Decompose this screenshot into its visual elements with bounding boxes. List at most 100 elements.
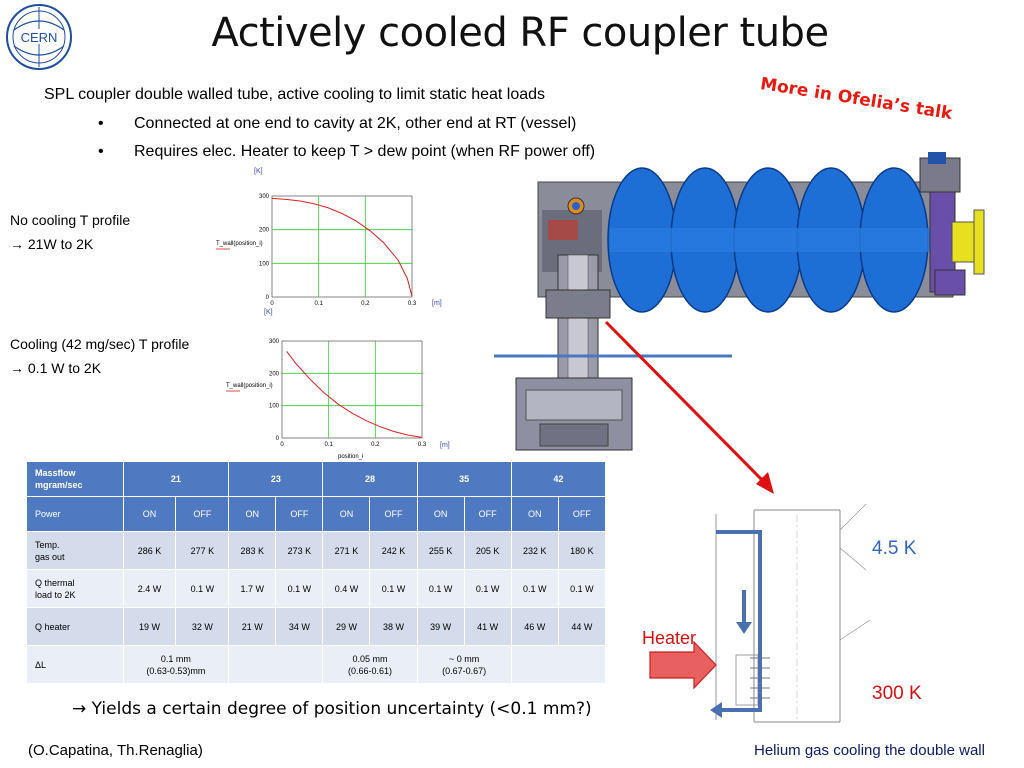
table-cell: 286 K	[122, 531, 177, 570]
temperature-bottom-label: 300 K	[872, 683, 922, 704]
x-tick-label: 0.2	[361, 301, 370, 307]
table-cell: 0.4 W	[322, 569, 371, 608]
x-tick-label: 0.3	[418, 442, 427, 448]
conclusion-text: → Yields a certain degree of position un…	[72, 699, 592, 719]
no-cooling-result: → 21W to 2K	[10, 236, 94, 252]
table-cell: 38 W	[369, 607, 418, 646]
table-cell: 0.05 mm(0.66-0.61)	[322, 645, 418, 684]
x-tick-label: 0.1	[324, 442, 333, 448]
table-cell: 180 K	[557, 531, 607, 570]
y-tick-label: 0	[266, 295, 270, 301]
massflow-header: 23	[228, 461, 324, 497]
credit-text: (O.Capatina, Th.Renaglia)	[28, 742, 203, 759]
cell-line: ~ 0 mm	[449, 653, 480, 664]
y-axis-label: T_wall(position_i)	[216, 241, 263, 247]
table-cell: 2.4 W	[122, 569, 177, 608]
table-row: Temp. gas out 286 K 277 K 283 K 273 K 27…	[26, 531, 607, 570]
table-cell: 39 W	[416, 607, 465, 646]
row-header: Power	[26, 496, 124, 532]
x-tick-label: 0	[270, 301, 274, 307]
table-cell: 0.1 mm(0.63-0.53)mm	[122, 645, 230, 684]
no-cooling-label: No cooling T profile → 21W to 2K	[10, 208, 130, 256]
cell-line: (0.66-0.61)	[347, 665, 392, 676]
power-cell: OFF	[369, 496, 418, 532]
row-header-line: Temp.	[35, 539, 60, 550]
y-tick-label: 300	[269, 339, 280, 345]
table-cell: 232 K	[510, 531, 559, 570]
x-tick-label: 0.2	[371, 442, 380, 448]
cooling-label: Cooling (42 mg/sec) T profile → 0.1 W to…	[10, 332, 189, 380]
x-unit-label: [m]	[440, 442, 450, 449]
cell-line: (0.67-0.67)	[442, 665, 487, 676]
row-header-line: load to 2K	[35, 589, 76, 600]
temperature-profile-line	[271, 197, 413, 297]
table-cell: 0.1 W	[275, 569, 324, 608]
table-cell: 0.1 W	[510, 569, 559, 608]
detail-caption: Helium gas cooling the double wall	[754, 742, 985, 759]
power-row: Power ON OFF ON OFF ON OFF ON OFF ON OFF	[26, 496, 607, 532]
table-cell: 46 W	[510, 607, 559, 646]
table-cell: 0.1 W	[463, 569, 512, 608]
power-cell: ON	[122, 496, 177, 532]
table-corner-line: Massflow	[35, 468, 76, 478]
plot-area	[281, 340, 423, 439]
slide-title: Actively cooled RF coupler tube	[211, 10, 829, 56]
coupler-cavity-assembly-drawing	[494, 152, 985, 494]
cooling-result: → 0.1 W to 2K	[10, 360, 102, 376]
no-cooling-title: No cooling T profile	[10, 212, 131, 228]
table-cell: 242 K	[369, 531, 418, 570]
table-cell: 41 W	[463, 607, 512, 646]
table-corner-cell: Massflow mgram/sec	[26, 461, 124, 497]
row-header-line: gas out	[35, 551, 65, 562]
cell-line: (0.63-0.53)mm	[146, 665, 206, 676]
x-tick-label: 0.3	[408, 301, 417, 307]
table-row: Q thermal load to 2K 2.4 W 0.1 W 1.7 W 0…	[26, 569, 607, 608]
table-cell: 0.1 W	[416, 569, 465, 608]
cern-logo: CERN	[6, 4, 72, 70]
table-cell: 32 W	[175, 607, 230, 646]
power-cell: OFF	[275, 496, 324, 532]
power-cell: OFF	[557, 496, 607, 532]
y-tick-label: 100	[269, 404, 280, 410]
callout-note: More in Ofelia’s talk	[758, 74, 954, 125]
y-tick-label: 100	[259, 261, 270, 267]
massflow-header: 21	[122, 461, 230, 497]
double-wall-detail-drawing	[649, 503, 871, 723]
row-header: ΔL	[26, 645, 124, 684]
y-tick-label: 200	[259, 228, 270, 234]
table-corner-line: mgram/sec	[35, 480, 83, 490]
table-cell: 19 W	[122, 607, 177, 646]
cell-line: 0.05 mm	[352, 653, 388, 664]
table-row: ΔL 0.1 mm(0.63-0.53)mm 0.05 mm(0.66-0.61…	[26, 645, 607, 684]
table-row: Q heater 19 W 32 W 21 W 34 W 29 W 38 W 3…	[26, 607, 607, 646]
table-cell: 44 W	[557, 607, 607, 646]
x-tick-label: 0	[280, 442, 284, 448]
table-cell: 0.1 W	[175, 569, 230, 608]
table-cell: 205 K	[463, 531, 512, 570]
cell-line: 0.1 mm	[160, 653, 191, 664]
table-cell	[228, 645, 324, 684]
table-cell: 34 W	[275, 607, 324, 646]
table-cell: 0.1 W	[369, 569, 418, 608]
row-header-line: Q thermal	[35, 577, 75, 588]
bullet-text: Connected at one end to cavity at 2K, ot…	[134, 115, 577, 132]
y-axis-label: T_wall(position_i)	[226, 383, 273, 389]
bullet-item: •Connected at one end to cavity at 2K, o…	[98, 115, 576, 133]
y-tick-label: 0	[276, 436, 280, 442]
table-cell: 29 W	[322, 607, 371, 646]
cavity-cells	[607, 167, 930, 313]
cooling-title: Cooling (42 mg/sec) T profile	[10, 336, 190, 352]
table-cell: 273 K	[275, 531, 324, 570]
table-cell: 21 W	[228, 607, 277, 646]
y-tick-label: 200	[269, 371, 280, 377]
row-header: Q heater	[26, 607, 124, 646]
power-cell: ON	[510, 496, 559, 532]
table-cell: ~ 0 mm(0.67-0.67)	[416, 645, 512, 684]
massflow-header: 42	[510, 461, 607, 497]
massflow-header: 35	[416, 461, 512, 497]
y-tick-label: 300	[259, 194, 270, 200]
power-cell: ON	[416, 496, 465, 532]
power-cell: ON	[322, 496, 371, 532]
